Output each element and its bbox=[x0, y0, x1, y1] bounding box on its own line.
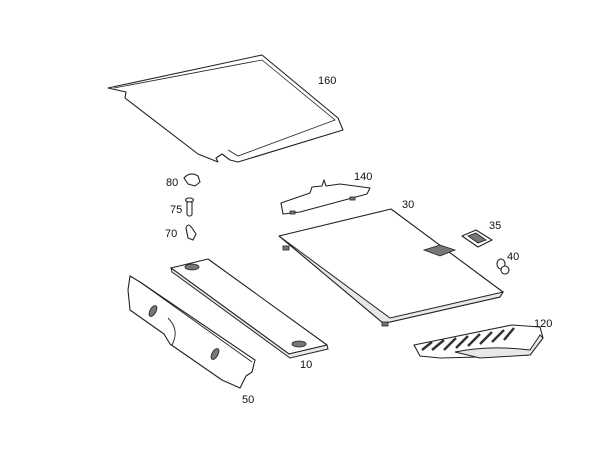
part-160-mat bbox=[107, 54, 344, 163]
label-140: 140 bbox=[354, 171, 372, 183]
part-120-grate bbox=[413, 324, 544, 359]
part-35-handle bbox=[461, 229, 493, 248]
part-70-fastener bbox=[185, 224, 197, 241]
part-140-trim bbox=[280, 179, 371, 215]
part-30-floor-panel bbox=[278, 208, 505, 327]
label-160: 160 bbox=[318, 75, 336, 87]
part-80-clip bbox=[183, 173, 201, 187]
label-35: 35 bbox=[489, 220, 501, 232]
label-75: 75 bbox=[170, 204, 182, 216]
label-80: 80 bbox=[166, 177, 178, 189]
part-50-side-trim bbox=[127, 275, 256, 389]
label-70: 70 bbox=[165, 228, 177, 240]
part-10-panel bbox=[170, 258, 329, 359]
label-40: 40 bbox=[507, 251, 519, 263]
label-30: 30 bbox=[402, 199, 414, 211]
label-50: 50 bbox=[242, 394, 254, 406]
label-10: 10 bbox=[300, 359, 312, 371]
part-75-pin bbox=[184, 197, 195, 217]
part-40-ring bbox=[496, 258, 510, 275]
label-120: 120 bbox=[534, 318, 552, 330]
